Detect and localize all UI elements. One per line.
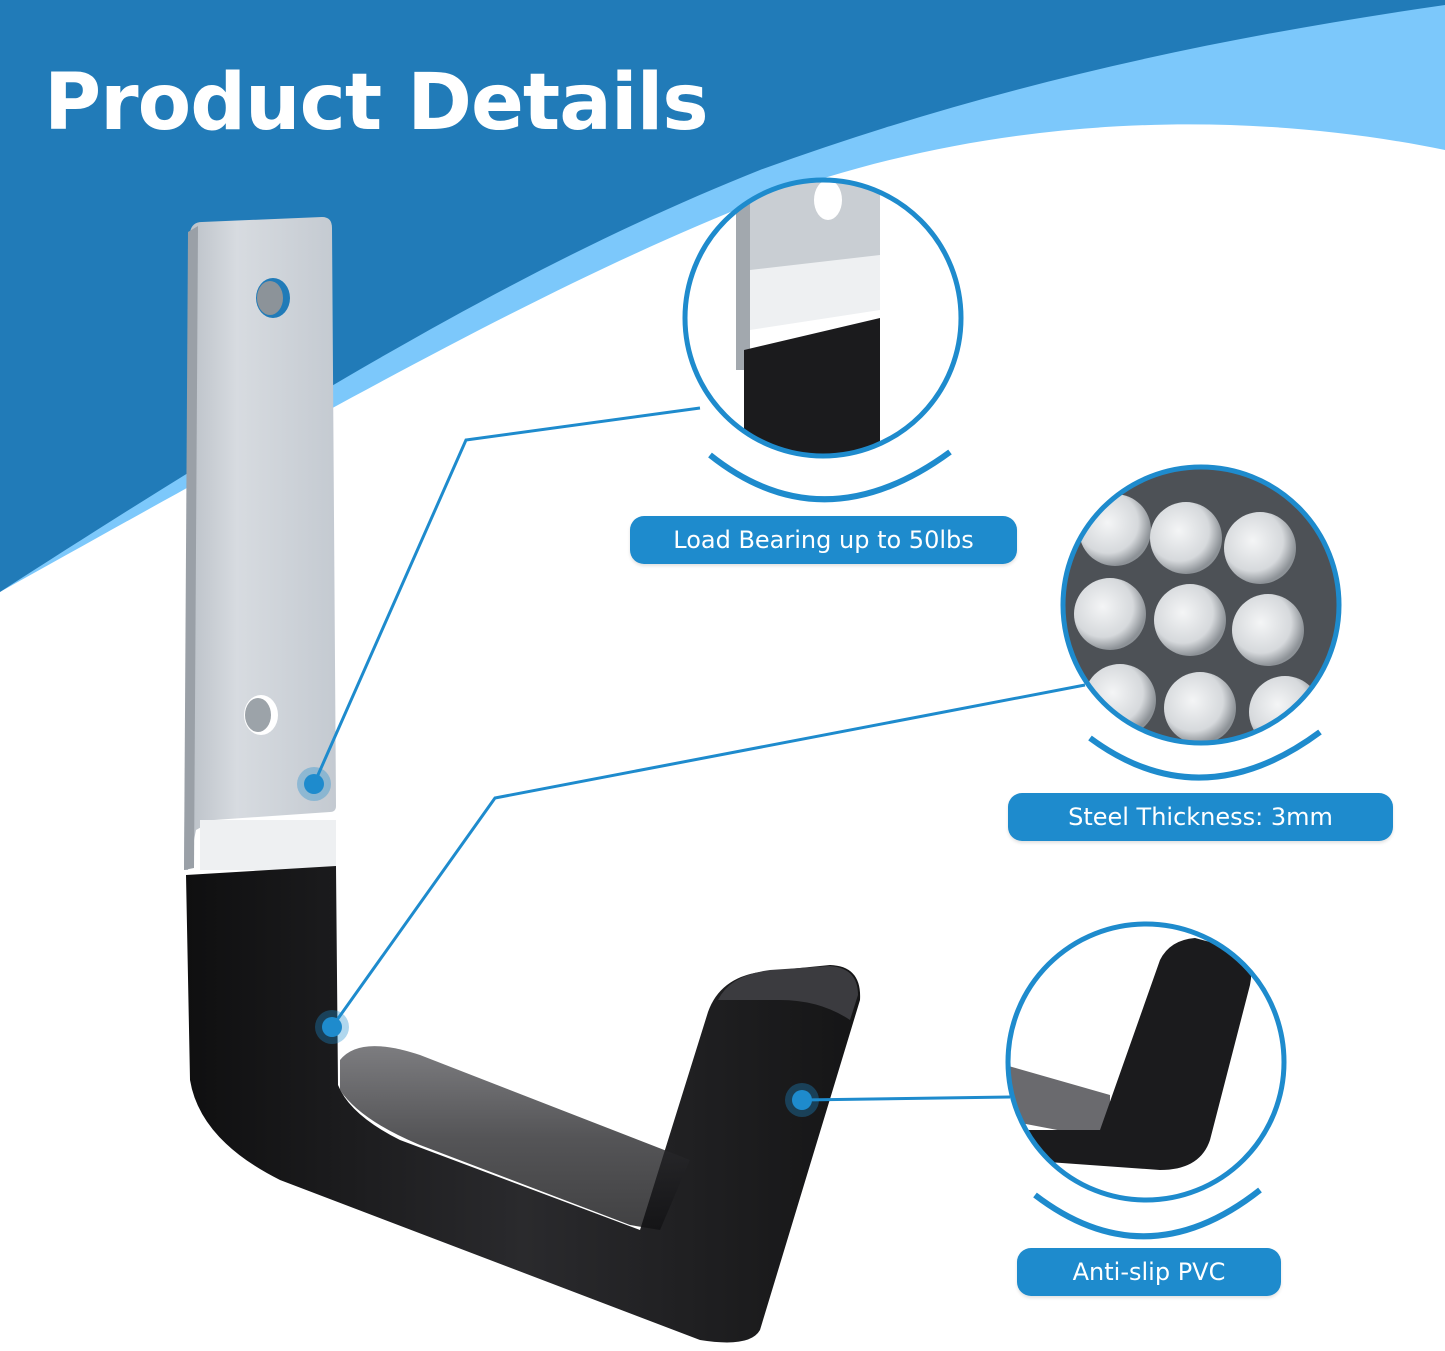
closeup-anti-slip-pvc [1005,921,1287,1240]
callout-steel-thickness: Steel Thickness: 3mm [1008,793,1393,841]
hook-steel-plate [184,217,336,870]
page-title: Product Details [44,58,709,148]
callout-label: Load Bearing up to 50lbs [673,526,974,554]
callout-anti-slip-pvc: Anti-slip PVC [1017,1248,1281,1296]
header-banner [0,0,1445,592]
leader-lines [312,406,1086,1102]
callout-load-bearing: Load Bearing up to 50lbs [630,516,1017,564]
callout-label: Anti-slip PVC [1072,1258,1226,1286]
hook-pvc-coating [186,866,861,1343]
closeup-steel-thickness [1060,464,1342,781]
callout-label: Steel Thickness: 3mm [1068,803,1333,831]
closeup-load-bearing [682,177,964,503]
anchor-dots [297,767,819,1117]
